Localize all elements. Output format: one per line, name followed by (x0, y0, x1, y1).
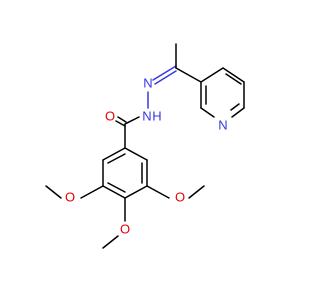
atom-h-amide: H (152, 109, 161, 124)
structure-canvas: O N H N N O O O (45, 43, 245, 249)
atom-o-meta-right: O (175, 190, 185, 205)
bond-carbonyl-amide-n (124, 116, 140, 125)
atom-o-meta-left: O (65, 190, 75, 205)
benzene-ring (102, 147, 148, 199)
atom-n-imine: N (143, 76, 152, 91)
imine-double-bond (152, 65, 177, 85)
bond-o-left-methyl (45, 185, 62, 199)
carbonyl-double-bond (115, 116, 127, 127)
molecule-drawing: O N H N N O O O (45, 43, 245, 249)
bond-ring-o-right (146, 185, 170, 199)
bond-ring-o-left (80, 185, 104, 199)
atom-n-amide: N (142, 109, 151, 124)
pyridine-ring (200, 67, 245, 118)
atom-n-pyridine: N (218, 118, 227, 133)
bond-o-para-methyl (102, 235, 119, 249)
atom-o-para: O (120, 222, 130, 237)
atom-o-carbonyl: O (105, 109, 115, 124)
bond-o-right-methyl (188, 185, 205, 199)
bond-imine-pyridine (175, 67, 202, 83)
